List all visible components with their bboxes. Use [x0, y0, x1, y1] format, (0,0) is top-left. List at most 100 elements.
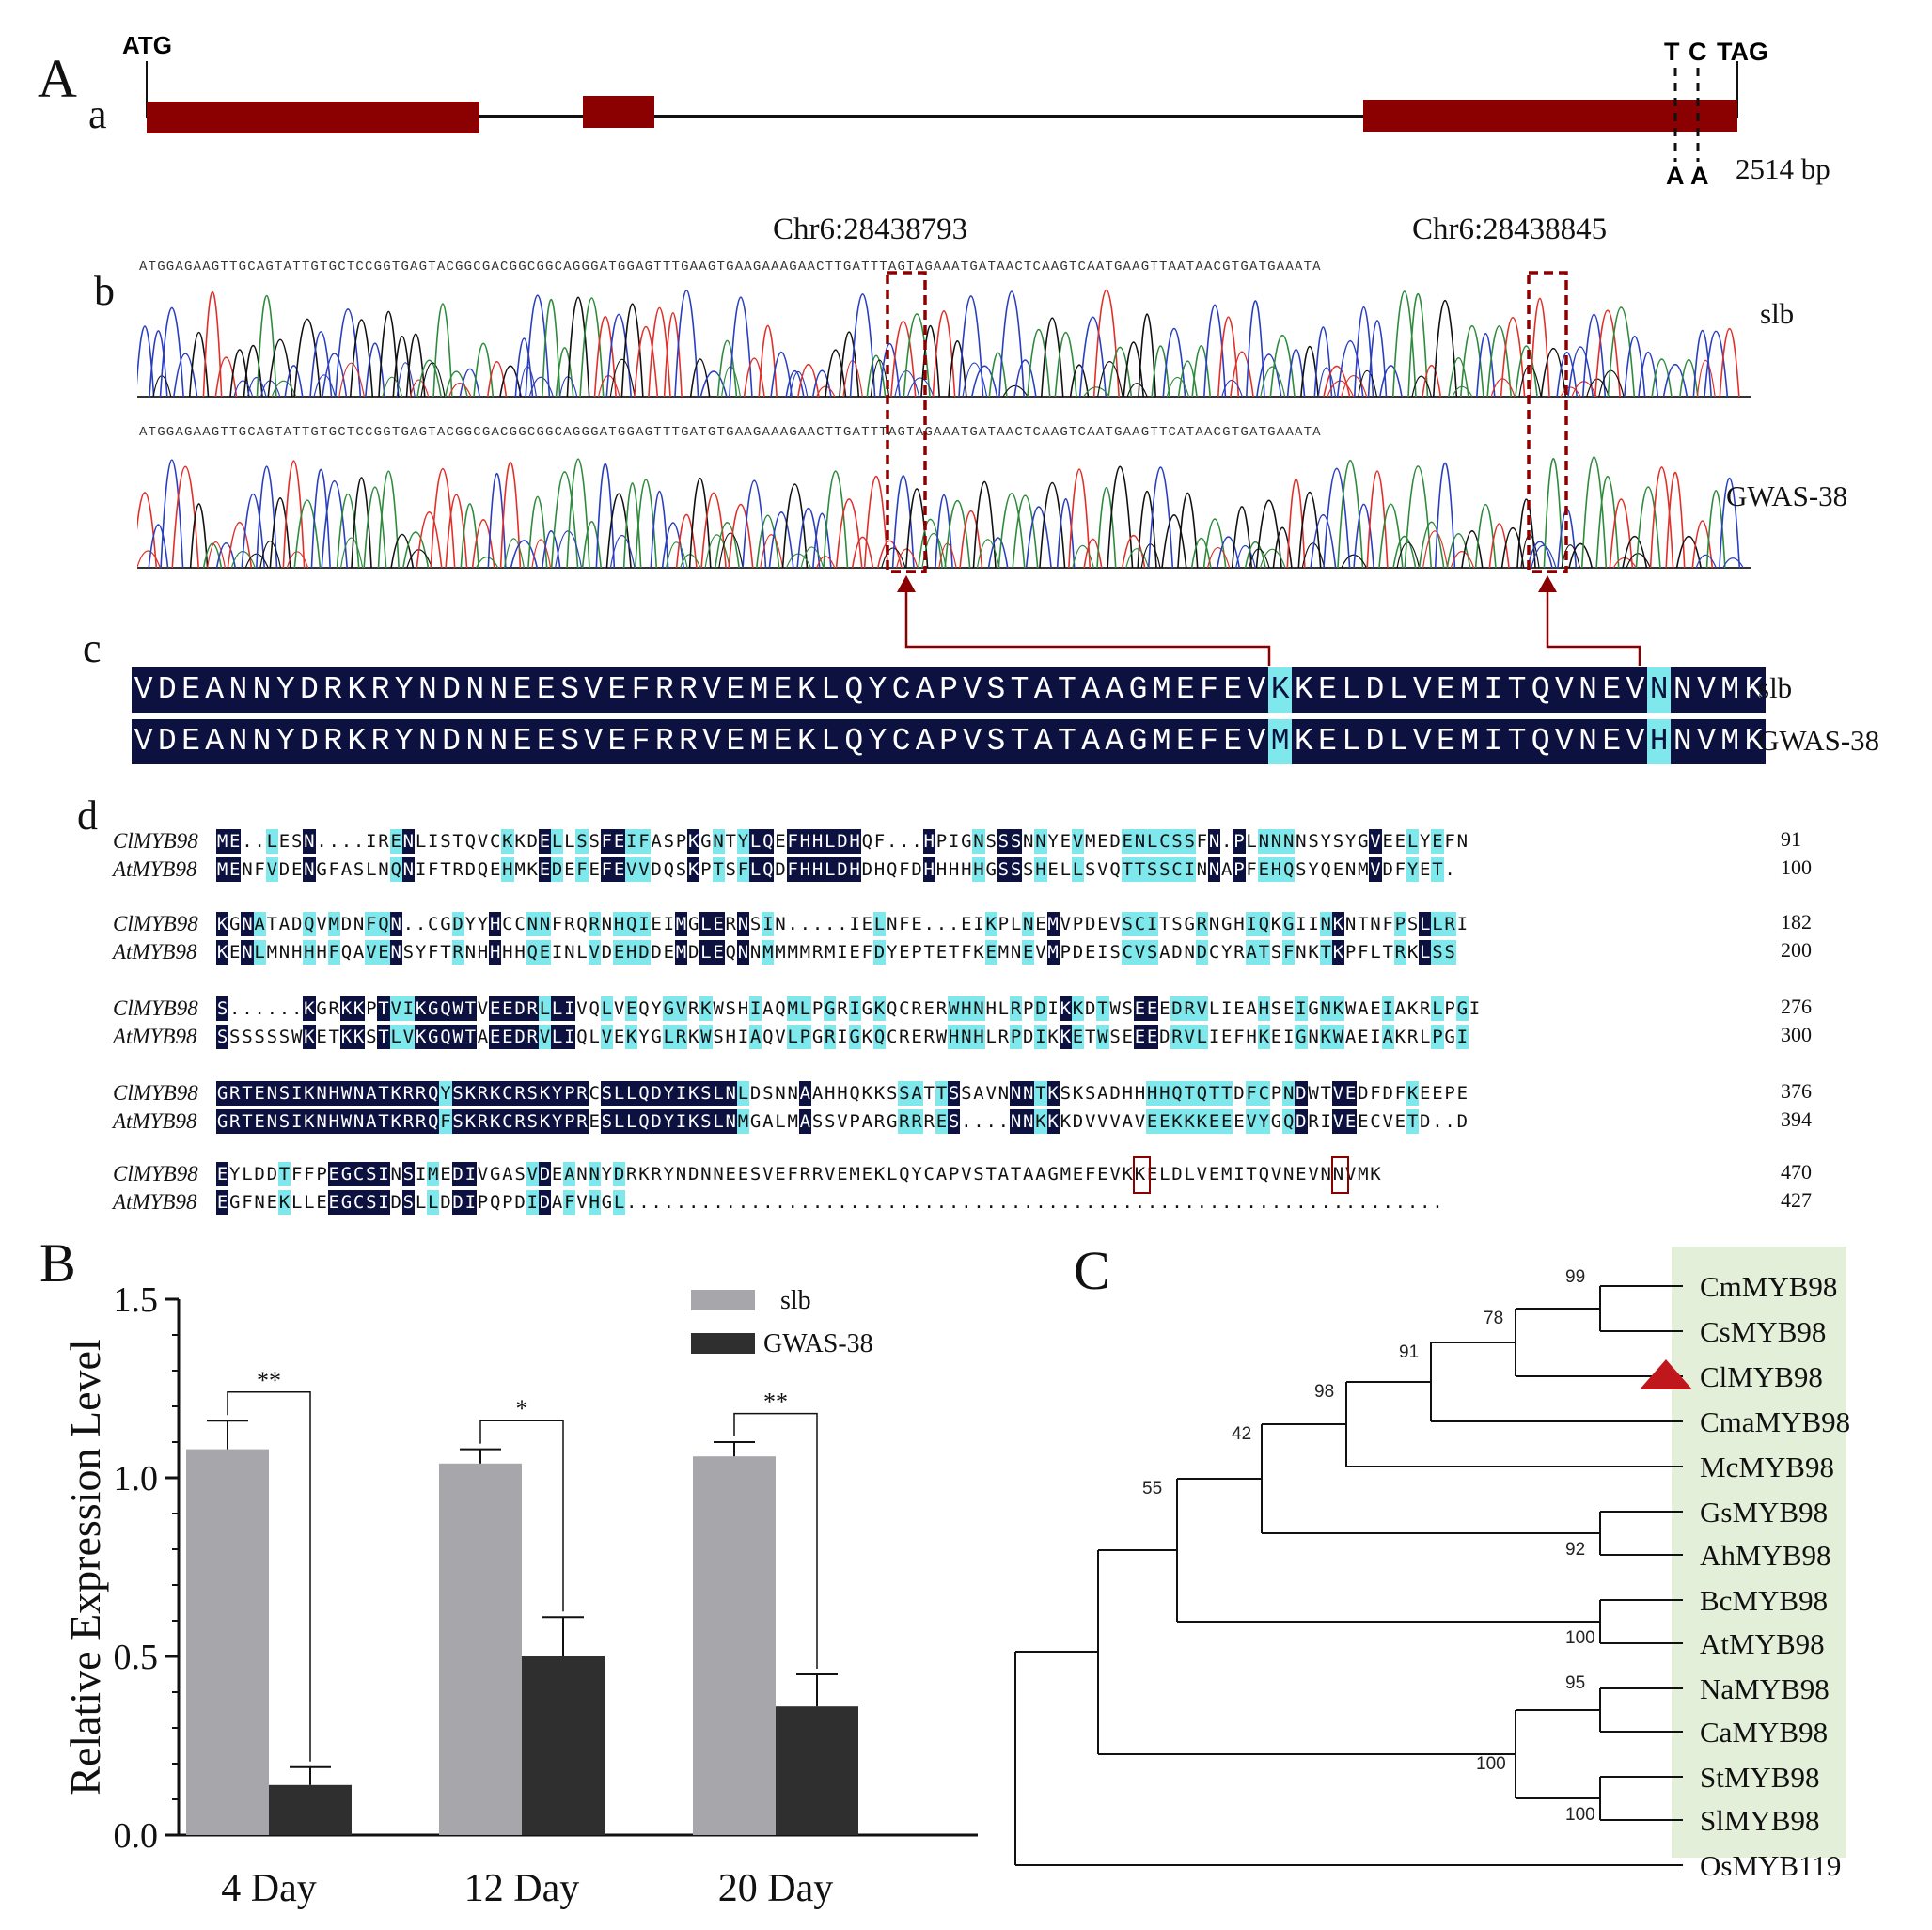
bootstrap-value: 78 — [1484, 1309, 1503, 1328]
residue: A — [1102, 719, 1126, 764]
y-axis-label: Relative Expression Level — [61, 1339, 109, 1795]
residue: V — [1410, 719, 1435, 764]
chromatogram-gwas38 — [137, 456, 1751, 569]
residue: E — [1315, 719, 1340, 764]
subpanel-label-b: b — [94, 268, 115, 314]
legend-swatch — [691, 1290, 755, 1310]
alignment-row: GRTENSIKNHWNATKRRQYSKRKCRSKYPRCSLLQDYIKS… — [216, 1081, 1469, 1106]
chromatogram-label-gwas38: GWAS-38 — [1726, 479, 1848, 512]
x-category-label: 12 Day — [464, 1867, 579, 1910]
alignment-seq-name: ClMYB98 — [113, 1162, 198, 1185]
bootstrap-value: 99 — [1565, 1267, 1585, 1287]
variant-box — [1331, 1156, 1350, 1194]
residue: E — [723, 719, 747, 764]
residue: R — [368, 719, 393, 764]
protein-label-slb: slb — [1758, 671, 1793, 704]
phylogenetic-tree: CmMYB98CsMYB98ClMYB98CmaMYB98McMYB98GsMY… — [1014, 1267, 1850, 1882]
snp-top-1: T — [1664, 38, 1680, 66]
subpanel-label-d: d — [77, 792, 98, 839]
alignment-row: EYLDDTFFPEGCSINSIMEDIVGASVDEANNYDRKRYNDN… — [216, 1162, 1381, 1186]
residue: A — [1031, 719, 1056, 764]
alignment-position: 182 — [1781, 910, 1812, 934]
residue: E — [534, 719, 558, 764]
residue: M — [1718, 667, 1742, 713]
taxon-label: GsMYB98 — [1700, 1496, 1828, 1529]
residue: M — [1457, 719, 1482, 764]
residue: P — [936, 719, 961, 764]
residue: T — [1055, 667, 1079, 713]
residue: M — [1150, 719, 1174, 764]
residue: R — [652, 719, 677, 764]
residue: M — [1718, 719, 1742, 764]
alignment-position: 100 — [1781, 855, 1812, 879]
subpanel-label-a: a — [88, 91, 107, 137]
residue: Y — [392, 667, 416, 713]
residue: G — [1125, 719, 1151, 764]
residue: Y — [274, 719, 298, 764]
alignment-position: 200 — [1781, 938, 1812, 962]
bootstrap-value: 100 — [1565, 1628, 1595, 1648]
gene-length-label: 2514 bp — [1736, 152, 1830, 185]
residue: L — [1339, 719, 1363, 764]
snp-highlight-overlay — [886, 271, 1641, 666]
residue: E — [179, 719, 203, 764]
residue: Q — [841, 719, 866, 764]
significance-marker: ** — [257, 1367, 281, 1394]
residue: V — [581, 719, 605, 764]
residue: K — [1741, 719, 1766, 764]
residue: D — [155, 719, 180, 764]
significance-marker: * — [516, 1395, 528, 1422]
variant-box — [1132, 1156, 1151, 1194]
residue: V — [1623, 719, 1647, 764]
residue: D — [297, 667, 322, 713]
alignment-position: 91 — [1781, 827, 1801, 851]
alignment-seq-name: AtMYB98 — [113, 940, 197, 964]
alignment-seq-name: AtMYB98 — [113, 857, 197, 881]
residue: N — [416, 667, 440, 713]
residue: V — [1410, 667, 1435, 713]
chromatogram-label-slb: slb — [1760, 297, 1795, 330]
residue: N — [1671, 719, 1695, 764]
residue: A — [202, 667, 227, 713]
panel-label-C: C — [1074, 1240, 1110, 1301]
residue: N — [226, 667, 250, 713]
residue: L — [1386, 719, 1411, 764]
alignment-seq-name: AtMYB98 — [113, 1190, 197, 1214]
residue: R — [676, 667, 700, 713]
residue: F — [1197, 667, 1221, 713]
alignment-row: KGNATADQVMDNFQN..CGDYYHCCNNFRQRNHQIEIMGL… — [216, 912, 1469, 936]
residue: E — [1173, 719, 1198, 764]
highlight-triangle-marker — [1640, 1359, 1692, 1389]
residue: V — [1244, 667, 1268, 713]
residue: R — [368, 667, 393, 713]
bar-slb-1 — [186, 1449, 269, 1835]
variant-residue: K — [1268, 667, 1293, 713]
residue: D — [297, 719, 322, 764]
residue: A — [1078, 719, 1103, 764]
arrow-connector-1 — [904, 592, 1271, 666]
taxon-label: AtMYB98 — [1700, 1627, 1825, 1660]
residue: L — [1386, 667, 1411, 713]
residue: N — [463, 719, 487, 764]
alignment-seq-name: AtMYB98 — [113, 1109, 197, 1133]
residue: K — [794, 719, 819, 764]
snp-top-2: C — [1689, 38, 1707, 66]
taxon-label: OsMYB119 — [1700, 1849, 1841, 1882]
residue: C — [889, 667, 914, 713]
sequence-gwas38: ATGGAGAAGTTGCAGTATTGTGCTCCGGTGAGTACGGCGA… — [139, 425, 1322, 440]
variant-residue: M — [1268, 719, 1293, 764]
residue: K — [344, 719, 369, 764]
alignment-seq-name: AtMYB98 — [113, 1025, 197, 1048]
residue: E — [1173, 667, 1198, 713]
taxon-label: CmMYB98 — [1700, 1270, 1837, 1303]
x-category-label: 4 Day — [221, 1867, 316, 1910]
legend-swatch — [691, 1333, 755, 1354]
bootstrap-value: 95 — [1565, 1673, 1585, 1693]
alignment-seq-name: ClMYB98 — [113, 912, 198, 935]
residue: L — [818, 667, 842, 713]
residue: A — [913, 719, 937, 764]
taxon-label: StMYB98 — [1700, 1761, 1819, 1794]
residue: S — [983, 667, 1008, 713]
bar-slb-3 — [693, 1456, 776, 1835]
